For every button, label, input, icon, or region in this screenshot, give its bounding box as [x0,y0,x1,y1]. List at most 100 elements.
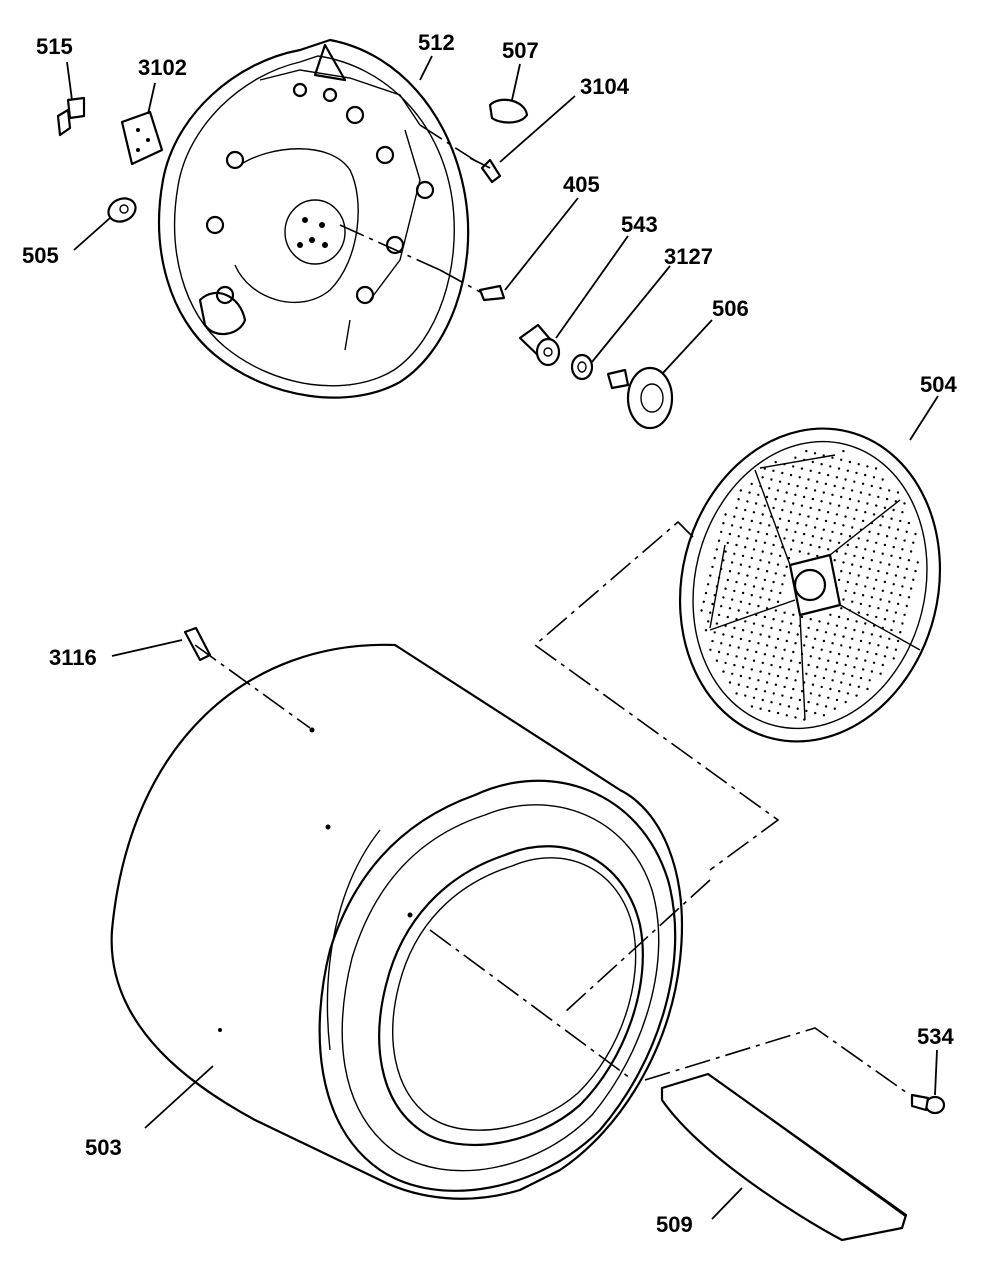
perforation-hole [829,465,832,468]
perforation-hole [805,487,808,490]
perforation-hole [840,532,843,536]
perforation-hole [755,650,758,654]
perforation-hole [909,587,913,590]
perforation-hole [741,629,745,632]
perforation-hole [757,679,760,682]
pad-3102 [120,110,164,166]
perforation-hole [892,657,895,660]
perforation-hole [822,676,826,680]
perforation-hole [796,633,799,636]
perforation-hole [813,452,817,455]
perforation-hole [757,604,760,608]
perforation-hole [763,504,766,507]
perforation-hole [885,609,889,612]
perforation-hole [829,502,832,505]
perforation-hole [805,449,808,453]
perforation-hole [752,659,756,662]
perforation-hole [896,639,900,643]
perforation-hole [861,631,865,634]
perforation-hole [875,652,878,656]
perforation-hole [750,519,753,523]
perforation-hole [805,709,808,713]
perforation-hole [837,467,841,470]
assembly-lines [194,124,911,1096]
perforation-hole [816,703,819,706]
perforation-hole [855,508,858,512]
perforation-hole [726,615,729,619]
perforation-hole [717,613,721,617]
perforation-hole [748,602,751,606]
perforation-hole [912,541,915,544]
bracket-515 [56,96,86,137]
perforation-hole [883,543,887,547]
perforation-hole [761,476,764,479]
perforation-hole [816,554,819,558]
perforation-hole [892,583,895,586]
perforation-hole [741,554,745,558]
perforation-hole [792,502,795,505]
perforation-hole [861,482,865,485]
perforation-hole [903,539,906,542]
perforation-hole [744,694,747,697]
perforation-hole [781,657,784,660]
perforation-hole [853,628,856,632]
perforation-hole [731,598,734,601]
perforation-hole [914,569,917,573]
perforation-hole [792,465,795,468]
perforation-hole [861,519,865,523]
perforation-hole [866,613,869,616]
perforation-hole [785,676,788,680]
perforation-hole [759,596,762,599]
perforation-hole [772,469,775,472]
perforation-hole [890,554,893,557]
perforation-hole [789,511,793,514]
perforation-hole [848,572,852,575]
perforation-hole [772,580,775,584]
perforation-hole [778,517,782,520]
perforation-hole [794,716,797,719]
perforation-hole [744,657,747,660]
perforation-hole [896,602,900,606]
perforation-hole [844,663,847,667]
perforation-hole [711,639,714,643]
perforation-hole [722,522,725,525]
perforation-hole [720,642,723,645]
perforation-hole [774,535,777,538]
perforation-hole [824,631,828,634]
perforation-hole [785,639,788,643]
perforation-hole [899,631,902,634]
perforation-hole [757,642,760,645]
perforation-hole [894,574,898,577]
perforation-hole [892,508,895,512]
perforation-hole [848,497,852,501]
perforation-hole [744,508,747,512]
perforation-hole [757,530,760,534]
perforation-hole [800,504,804,507]
perforation-hole [728,570,732,573]
perforation-hole [844,552,847,555]
perforation-hole [816,628,819,632]
perforation-hole [750,482,753,486]
perforation-hole [778,480,782,483]
perforation-hole [890,628,893,632]
perforation-hole [855,620,858,623]
perforation-hole [765,570,769,573]
perforation-hole [722,596,725,599]
perforation-hole [790,696,793,699]
perforation-hole [868,567,871,571]
perforation-hole [792,613,795,616]
perforation-hole [755,687,758,691]
perforation-hole [905,530,908,533]
perforation-hole [798,513,801,516]
perforation-hole [885,497,889,501]
perforation-hole [733,663,736,667]
perforation-hole [785,491,788,494]
perforation-hole [866,650,869,654]
perforation-hole [894,537,897,540]
perforation-hole [796,670,799,673]
perforation-hole [877,569,880,573]
perforation-hole [763,615,767,619]
perforation-hole [877,644,880,647]
perforation-hole [846,469,849,472]
